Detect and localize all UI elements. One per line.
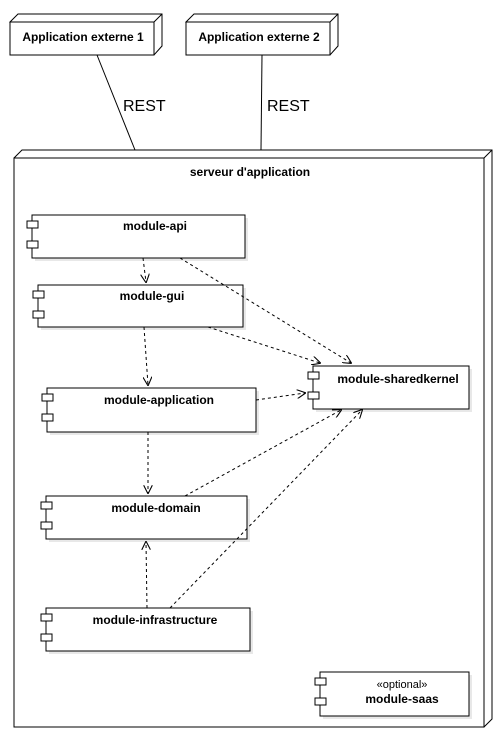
component-port-icon [26,240,39,249]
rest-label-1: REST [123,98,166,115]
component-module-gui: module-gui [32,284,246,330]
component-module-infrastructure: module-infrastructure [40,607,253,654]
module-infrastructure-label: module-infrastructure [93,613,218,627]
component-port-icon [314,697,327,706]
dependency-infrastructure-to-sharedkernel [169,410,362,609]
component-port-icon [40,501,53,510]
rest-label-2: REST [267,98,310,115]
component-port-icon [307,391,320,400]
dependency-api-to-gui [143,257,146,282]
component-module-sharedkernel: module-sharedkernel [307,365,472,412]
module-saas-stereotype: «optional» [377,679,428,691]
external-app-1-label: Application externe 1 [22,30,144,44]
external-app-node-2: Application externe 2 [185,13,339,56]
module-domain-label: module-domain [111,501,200,515]
component-port-icon [32,310,45,319]
component-port-icon [26,220,39,229]
module-api-label: module-api [123,219,187,233]
module-saas-label: module-saas [365,692,439,706]
external-app-2-label: Application externe 2 [198,30,320,44]
component-port-icon [307,371,320,380]
server-label: serveur d'application [190,165,310,179]
component-module-saas: «optional» module-saas [314,671,472,719]
dependency-infrastructure-to-domain [146,542,147,609]
component-port-icon [40,633,53,642]
rest-connection-2 [260,54,263,151]
component-port-icon [40,521,53,530]
dependency-application-to-sharedkernel [255,393,305,401]
component-module-application: module-application [41,387,259,435]
rest-connection-1 [96,54,136,151]
component-port-icon [314,677,327,686]
component-port-icon [32,290,45,299]
external-app-node-1: Application externe 1 [9,13,163,56]
dependency-gui-to-sharedkernel [207,326,320,363]
dependency-gui-to-application [144,326,148,385]
component-port-icon [40,613,53,622]
component-module-api: module-api [26,214,248,261]
module-application-label: module-application [104,393,214,407]
component-module-domain: module-domain [40,495,250,542]
component-port-icon [41,413,54,422]
module-sharedkernel-label: module-sharedkernel [337,372,458,386]
module-gui-label: module-gui [120,289,185,303]
component-port-icon [41,393,54,402]
